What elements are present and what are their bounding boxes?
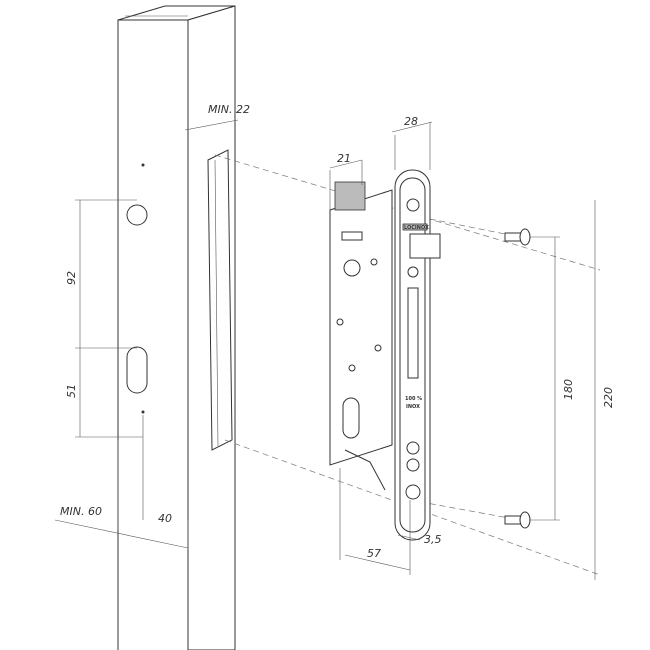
lock-case	[329, 181, 393, 491]
cylinder-hole	[126, 346, 148, 394]
inox-line1: 100 %	[405, 396, 422, 402]
gate-post	[117, 5, 236, 650]
cylinder-cutout	[342, 397, 360, 439]
lock-slot	[207, 149, 233, 451]
dim-220: 220	[602, 387, 615, 408]
dim-180: 180	[562, 379, 575, 400]
dim-40: 40	[158, 512, 172, 525]
dim-min-60: MIN. 60	[60, 505, 102, 518]
dim-28: 28	[404, 115, 418, 128]
dim-3-5: 3,5	[424, 533, 442, 546]
handle-hole	[126, 204, 148, 226]
screw-top	[504, 228, 531, 246]
screw-bottom	[504, 511, 531, 529]
dim-92: 92	[65, 271, 78, 285]
latch-bolt	[409, 233, 441, 259]
inox-line2: INOX	[406, 404, 420, 410]
dimension-lines	[54, 119, 596, 580]
dim-21: 21	[337, 152, 351, 165]
brand-marking: LOCINOX	[404, 225, 429, 231]
dim-min-22: MIN. 22	[208, 103, 250, 116]
dim-57: 57	[367, 547, 381, 560]
faceplate: LOCINOX 100 % INOX	[394, 169, 441, 541]
dim-51: 51	[65, 384, 78, 398]
